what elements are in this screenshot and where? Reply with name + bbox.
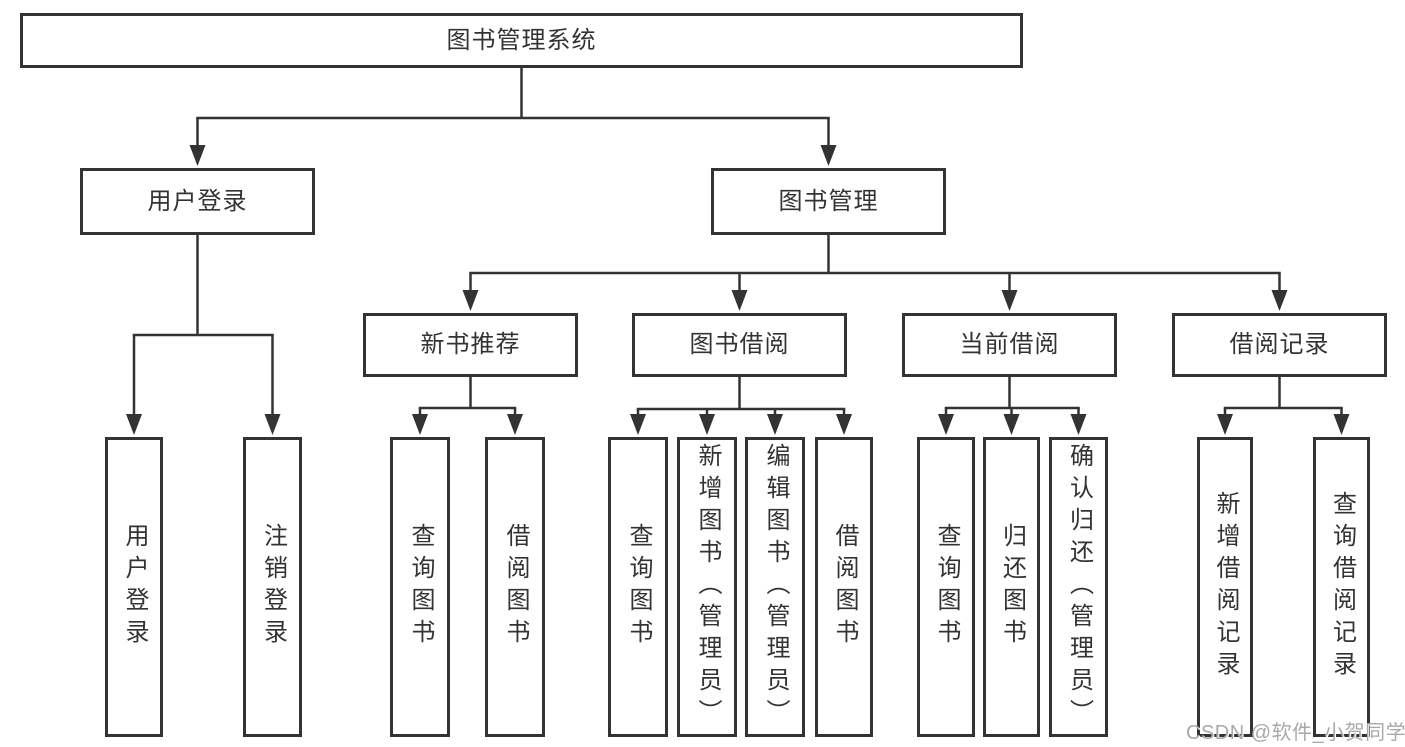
arrowhead	[1070, 414, 1087, 435]
arrowhead	[507, 414, 523, 435]
node-cur-confirm: 确认归还（管理员）	[1049, 437, 1108, 737]
node-label-nb-borrow: 借阅图书	[502, 523, 529, 651]
node-label-cur-query: 查询图书	[933, 523, 960, 651]
node-label-mgmt: 图书管理	[778, 187, 879, 215]
arrowhead	[1271, 290, 1288, 311]
node-newbook: 新书推荐	[363, 313, 578, 377]
arrowhead	[938, 414, 954, 435]
node-label-borrow: 图书借阅	[689, 331, 790, 358]
watermark: CSDN @软件_小贺同学	[1186, 722, 1405, 744]
node-bw-edit: 编辑图书（管理员）	[745, 437, 805, 737]
node-rec-query: 查询借阅记录	[1313, 437, 1370, 737]
arrowhead	[630, 414, 646, 435]
node-logout: 注销登录	[243, 437, 302, 737]
arrowhead	[1217, 414, 1233, 435]
node-label-bw-query: 查询图书	[625, 523, 652, 651]
node-nb-query: 查询图书	[390, 437, 450, 737]
node-bw-borrow: 借阅图书	[815, 437, 873, 737]
arrowhead	[264, 414, 281, 435]
node-label-logout: 注销登录	[259, 523, 287, 651]
node-label-bw-edit: 编辑图书（管理员）	[762, 443, 789, 731]
node-cur-query: 查询图书	[917, 437, 975, 737]
arrowhead	[820, 145, 837, 166]
node-current: 当前借阅	[902, 313, 1117, 377]
node-label-rec-query: 查询借阅记录	[1328, 491, 1356, 683]
node-root: 图书管理系统	[20, 13, 1023, 68]
arrowhead	[1001, 290, 1018, 311]
arrowhead	[836, 414, 852, 435]
node-label-current: 当前借阅	[959, 331, 1060, 358]
arrowhead	[699, 414, 715, 435]
node-cur-return: 归还图书	[983, 437, 1040, 737]
arrowhead	[1003, 414, 1020, 435]
node-label-bw-add: 新增图书（管理员）	[694, 443, 721, 731]
node-borrow: 图书借阅	[632, 313, 847, 377]
node-rec-add: 新增借阅记录	[1197, 437, 1253, 737]
node-label-bw-borrow: 借阅图书	[831, 523, 858, 651]
node-bw-add: 新增图书（管理员）	[677, 437, 737, 737]
arrowhead	[731, 290, 748, 311]
node-label-root: 图书管理系统	[446, 26, 597, 54]
node-label-records: 借阅记录	[1229, 331, 1330, 358]
arrowhead	[462, 290, 479, 311]
node-nb-borrow: 借阅图书	[485, 437, 545, 737]
node-bw-query: 查询图书	[608, 437, 668, 737]
node-label-user-login: 用户登录	[121, 523, 148, 651]
arrowhead	[767, 414, 783, 435]
node-label-login: 用户登录	[147, 187, 248, 215]
arrowhead	[126, 414, 142, 435]
node-label-nb-query: 查询图书	[407, 523, 434, 651]
node-label-cur-return: 归还图书	[998, 523, 1026, 651]
arrowhead	[412, 414, 428, 435]
node-mgmt: 图书管理	[711, 168, 946, 235]
node-login: 用户登录	[80, 168, 315, 235]
arrowhead	[1333, 414, 1350, 435]
arrowhead	[189, 145, 206, 166]
node-records: 借阅记录	[1172, 313, 1387, 377]
node-user-login: 用户登录	[105, 437, 163, 737]
node-label-rec-add: 新增借阅记录	[1212, 491, 1239, 683]
node-label-newbook: 新书推荐	[420, 331, 521, 358]
node-label-cur-confirm: 确认归还（管理员）	[1065, 443, 1093, 731]
